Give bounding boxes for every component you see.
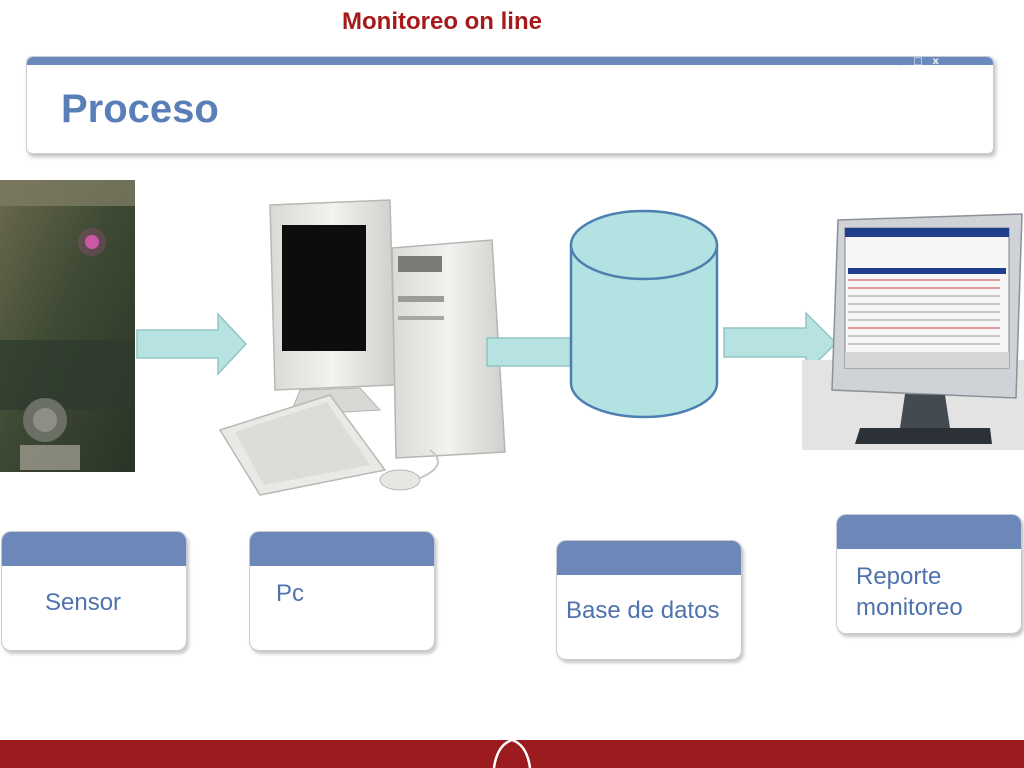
step-box-header: [557, 541, 741, 575]
report-monitor-image: [802, 213, 1024, 450]
arrow-db-to-report: [723, 311, 838, 375]
step-box-header: [250, 532, 434, 566]
slide-title: Monitoreo on line: [342, 8, 542, 35]
step-label-report: Reporte monitoreo: [856, 563, 963, 621]
step-label-pc: Pc: [276, 580, 305, 607]
step-box-header: [837, 515, 1021, 549]
step-label-sensor: Sensor: [45, 589, 122, 616]
minimize-icon[interactable]: _: [898, 56, 904, 67]
step-label-db: Base de datos: [566, 597, 720, 624]
sensor-image: [0, 180, 135, 472]
step-box-pc: Pc: [249, 531, 435, 651]
pc-image: [218, 199, 506, 496]
window-controls: _ □ x: [898, 56, 939, 67]
step-box-db: Base de datos: [556, 540, 742, 660]
maximize-icon[interactable]: □: [913, 56, 923, 67]
arrow-sensor-to-pc: [136, 312, 248, 376]
step-box-report: Reporte monitoreo: [836, 514, 1022, 634]
header-title: Proceso: [61, 87, 219, 131]
header-bar: [27, 57, 993, 65]
header-panel: _ □ x Proceso: [26, 56, 994, 154]
step-box-header: [2, 532, 186, 566]
database-icon: [569, 209, 719, 419]
close-icon[interactable]: x: [932, 56, 939, 67]
step-box-sensor: Sensor: [1, 531, 187, 651]
footer-bar: [0, 740, 1024, 768]
